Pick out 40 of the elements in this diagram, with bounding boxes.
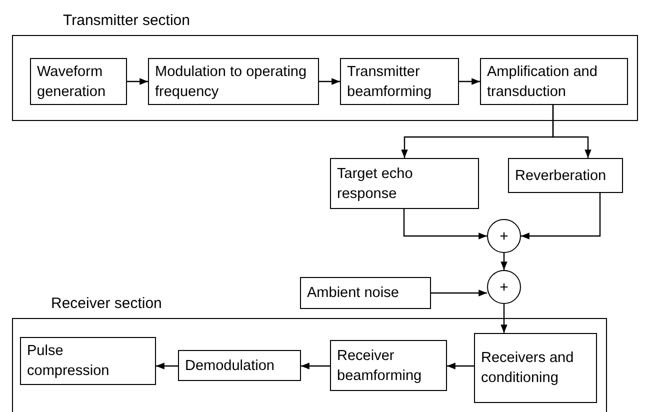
arrow: [403, 209, 487, 240]
section-heading: Receiver section: [51, 295, 162, 312]
arrow: [301, 362, 330, 370]
process-box: [148, 58, 319, 105]
box-label: Transmitter beamforming: [347, 62, 433, 102]
process-box: [20, 337, 156, 385]
process-box: [30, 58, 127, 105]
arrow: [500, 304, 508, 333]
box-label: Amplification and transduction: [487, 62, 598, 102]
arrow: [552, 105, 592, 158]
arrow: [127, 78, 148, 85]
process-box: [340, 58, 459, 105]
plus-sign: +: [500, 228, 508, 244]
process-box: [300, 277, 431, 309]
summing-junction: [487, 270, 521, 304]
box-label: Pulse compression: [27, 342, 110, 381]
process-box: [474, 333, 597, 403]
process-box: [178, 350, 301, 381]
process-box: [508, 158, 623, 193]
process-box: [330, 158, 479, 209]
arrow: [521, 193, 601, 240]
box-label: Reverberation: [515, 166, 606, 186]
arrow: [459, 78, 480, 85]
box-label: Demodulation: [185, 356, 274, 376]
section-heading: Transmitter section: [63, 12, 190, 29]
box-label: Ambient noise: [307, 284, 399, 303]
process-box: [330, 340, 447, 391]
box-label: Waveform generation: [37, 62, 107, 102]
summing-junction: [487, 219, 521, 253]
box-label: Receiver beamforming: [337, 346, 423, 386]
arrow: [319, 78, 340, 85]
box-label: Receivers and conditioning: [481, 349, 575, 388]
arrow: [156, 362, 178, 370]
arrow: [431, 290, 487, 296]
arrow: [447, 362, 474, 370]
plus-sign: +: [500, 278, 508, 296]
box-label: Modulation to operating frequency: [155, 62, 308, 102]
arrow: [500, 253, 508, 270]
process-box: [480, 58, 628, 105]
box-label: Target echo response: [337, 164, 414, 204]
